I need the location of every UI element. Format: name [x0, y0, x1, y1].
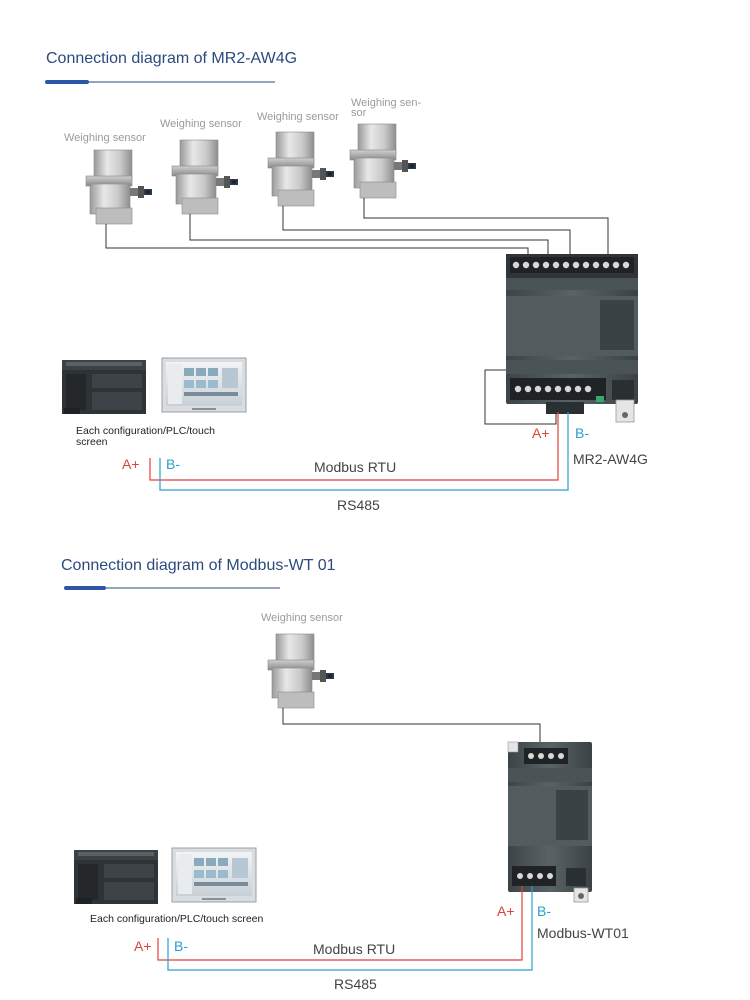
mr2-aw4g-module [506, 254, 638, 423]
sensor-label-2: Weighing sensor [160, 118, 242, 130]
device-label-2: Modbus-WT01 [537, 925, 629, 941]
bus-label-2: RS485 [334, 976, 377, 992]
plc-label-1: Each configuration/PLC/touch screen [76, 425, 215, 448]
rs485-b-line-2 [167, 886, 533, 971]
rs485-a-line-2 [157, 886, 523, 961]
sensor-label-1: Weighing sensor [64, 132, 146, 144]
sensor-label-3: Weighing sensor [257, 111, 339, 123]
b-minus-label-device-2: B- [537, 903, 551, 919]
device-label-1: MR2-AW4G [573, 451, 648, 467]
sensor-image-4 [349, 123, 417, 199]
sensor-label-4: Weighing sen- sor [351, 97, 422, 119]
rs485-a-line-1 [149, 412, 559, 481]
rs485-b-line-1 [159, 412, 569, 491]
plc-image-1 [62, 360, 146, 414]
bus-label-1: RS485 [337, 497, 380, 513]
sensor-image-1 [85, 149, 153, 225]
b-minus-label-plc-2: B- [174, 938, 188, 954]
b-minus-label-plc-1: B- [166, 456, 180, 472]
a-plus-label-plc-1: A+ [122, 456, 140, 472]
sensor-wire-2 [282, 708, 541, 750]
a-plus-label-device-1: A+ [532, 425, 550, 441]
protocol-label-2: Modbus RTU [313, 941, 396, 957]
touch-screen-image-1 [161, 357, 247, 413]
sensor-image-3 [267, 131, 335, 207]
sensor-label-5: Weighing sensor [261, 612, 343, 624]
a-plus-label-device-2: A+ [497, 903, 515, 919]
sensor-image-5 [267, 633, 335, 709]
protocol-label-1: Modbus RTU [314, 459, 397, 475]
title-underline-1 [45, 80, 275, 84]
plc-label-2: Each configuration/PLC/touch screen [90, 913, 264, 925]
a-plus-label-plc-2: A+ [134, 938, 152, 954]
b-minus-label-device-1: B- [575, 425, 589, 441]
diagram-title-1: Connection diagram of MR2-AW4G [46, 50, 298, 67]
modbus-wt01-module [507, 741, 592, 903]
plc-image-2 [74, 850, 158, 904]
sensor-image-2 [171, 139, 239, 215]
title-underline-2 [64, 586, 280, 590]
diagram-title-2: Connection diagram of Modbus-WT 01 [61, 557, 336, 574]
touch-screen-image-2 [171, 847, 257, 903]
